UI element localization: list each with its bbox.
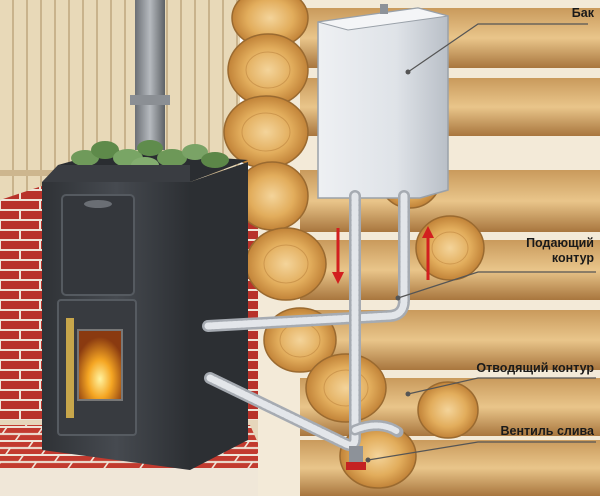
fire-window bbox=[77, 329, 123, 401]
return-callout-line bbox=[407, 377, 596, 395]
label-drain-valve: Вентиль слива bbox=[500, 424, 594, 438]
door-handle bbox=[66, 318, 74, 418]
tank-callout-line bbox=[407, 23, 588, 73]
flow-arrows bbox=[332, 226, 434, 284]
valve-callout-line bbox=[367, 441, 596, 461]
label-supply: Подающий контур bbox=[526, 236, 594, 265]
supply-callout-line bbox=[397, 271, 596, 299]
chimney-collar bbox=[130, 95, 170, 105]
chimney bbox=[135, 0, 165, 150]
water-tank bbox=[317, 4, 449, 199]
stove bbox=[42, 140, 248, 470]
callout-lines bbox=[365, 23, 596, 463]
label-return: Отводящий контур bbox=[476, 361, 594, 375]
drain-valve bbox=[346, 446, 366, 470]
label-tank: Бак bbox=[571, 6, 594, 20]
pipes bbox=[202, 190, 410, 452]
